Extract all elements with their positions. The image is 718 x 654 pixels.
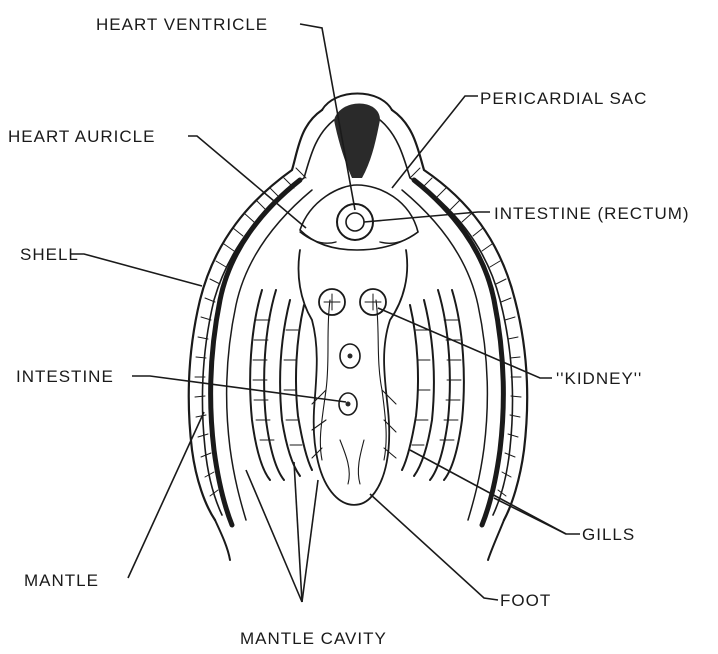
label-mantle-cavity: MANTLE CAVITY: [240, 629, 387, 648]
label-kidney: ''KIDNEY'': [556, 369, 642, 388]
hinge-ligament: [334, 104, 380, 179]
label-foot: FOOT: [500, 591, 551, 610]
label-heart-ventricle: HEART VENTRICLE: [96, 15, 268, 34]
kidney-texture: [324, 294, 381, 310]
label-intestine: INTESTINE: [16, 367, 114, 386]
label-shell: SHELL: [20, 245, 79, 264]
mantle-tip-left: [215, 520, 230, 560]
label-mantle: MANTLE: [24, 571, 99, 590]
leader-pericardial-sac: [392, 96, 478, 188]
label-pericardial-sac: PERICARDIAL SAC: [480, 89, 647, 108]
mantle-right-inner: [402, 190, 487, 520]
intestine-core-upper: [348, 354, 353, 359]
mantle-left: [211, 180, 300, 525]
leader-mantle-cavity-3: [302, 480, 318, 602]
label-heart-auricle: HEART AURICLE: [8, 127, 155, 146]
intestine-core-lower: [346, 402, 351, 407]
auricle-right: [380, 232, 418, 243]
leader-shell: [70, 254, 202, 286]
mantle-tip-right: [488, 520, 504, 560]
gills-left: [250, 290, 312, 480]
leader-intestine: [132, 376, 346, 402]
label-intestine-rectum: INTESTINE (RECTUM): [494, 204, 690, 223]
label-gills: GILLS: [582, 525, 635, 544]
leader-mantle: [128, 412, 204, 578]
clam-illustration: [189, 94, 528, 561]
visceral-mass: [299, 250, 408, 505]
leader-mantle-cavity-1: [246, 470, 302, 602]
mantle-left-inner: [227, 190, 312, 520]
leader-foot: [370, 494, 498, 600]
mantle-right: [414, 180, 503, 525]
rectum: [346, 213, 364, 231]
visceral-branches: [312, 300, 396, 484]
leader-gills-2: [410, 450, 566, 534]
leader-mantle-cavity-2: [294, 462, 302, 602]
auricle-left: [300, 232, 336, 243]
